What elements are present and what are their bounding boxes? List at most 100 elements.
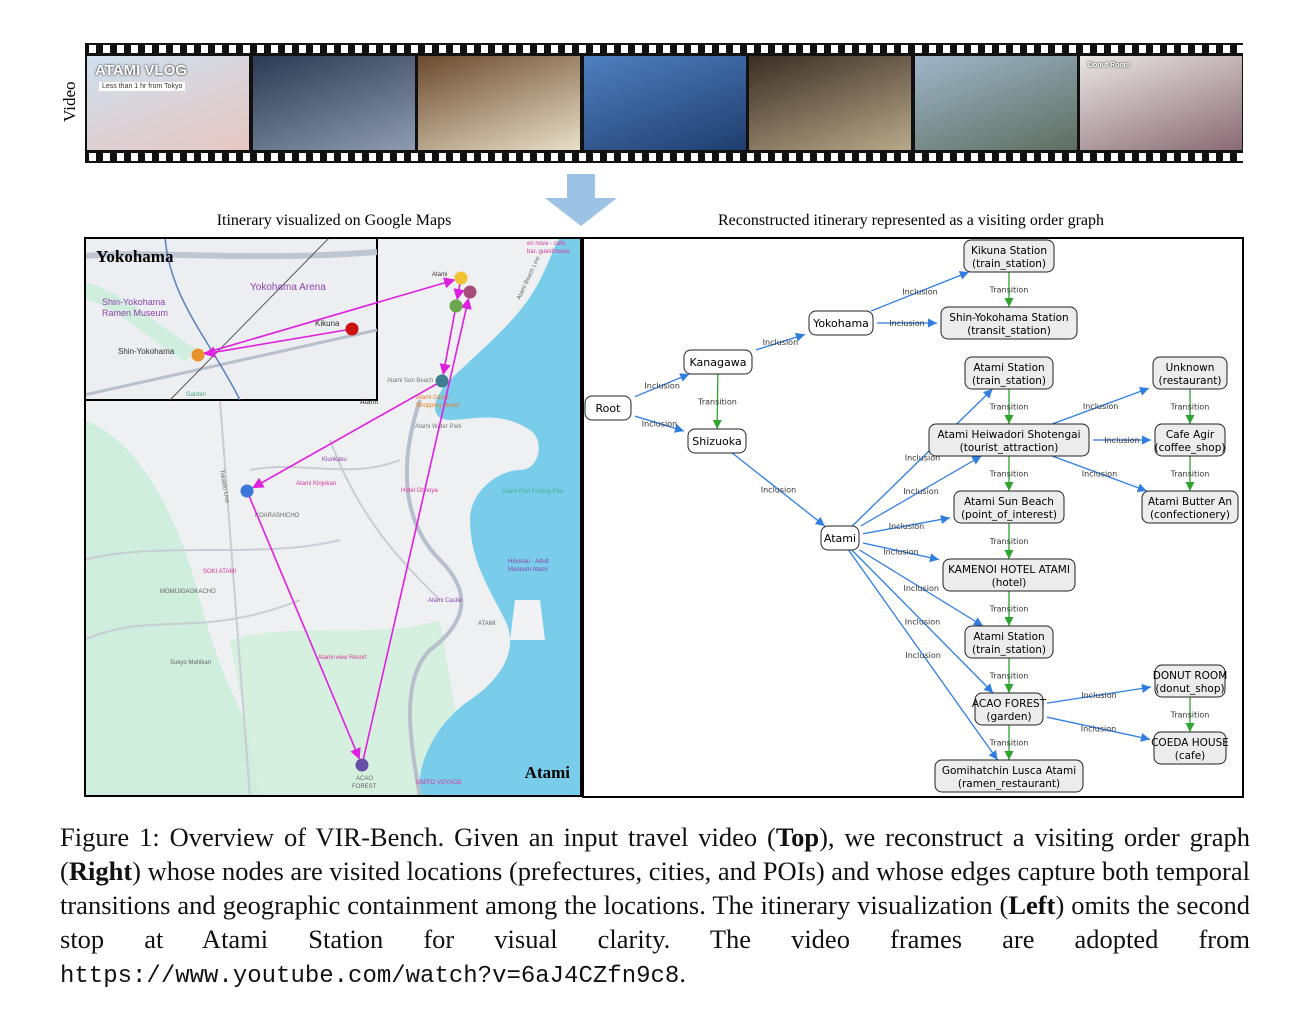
graph-node-kanagawa[interactable]: Kanagawa — [683, 349, 753, 375]
map-marker-acao[interactable] — [355, 758, 369, 772]
edge-label: Inclusion — [1082, 470, 1117, 479]
node-type: (tourist_attraction) — [960, 442, 1059, 454]
graph-node-coeda[interactable]: COEDA HOUSE(cafe) — [1151, 731, 1229, 765]
map-label-shin-yokohama: Shin-Yokohama — [118, 347, 175, 356]
map-marker-kikuna[interactable] — [345, 322, 359, 336]
frame-title-text: ATAMI VLOG — [95, 62, 187, 79]
map-label-kiunkaku: Kiunkaku — [322, 457, 347, 463]
route-arrow — [248, 496, 361, 760]
node-name: Yokohama — [812, 317, 869, 330]
map-label-umito: UMITO VOYAGE — [416, 780, 462, 786]
edge-label: Inclusion — [763, 338, 798, 347]
map-marker-atami-station[interactable] — [454, 271, 468, 285]
map-label-atami-station: Atami — [432, 272, 447, 278]
map-label-kinjokan: Atami Kinjokan — [296, 481, 336, 487]
map-label-soki: SOKI ATAMI — [203, 569, 236, 575]
video-url: https://www.youtube.com/watch?v=6aJ4CZfn… — [60, 963, 680, 990]
node-name: Kanagawa — [690, 356, 747, 369]
map-marker-teal[interactable] — [435, 374, 449, 388]
graph-node-acao[interactable]: ACAO FOREST(garden) — [972, 692, 1047, 726]
graph-node-donut[interactable]: DONUT ROOM(donut_shop) — [1153, 664, 1228, 698]
map-marker-green[interactable] — [449, 299, 463, 313]
graph-node-atamist1[interactable]: Atami Station(train_station) — [964, 356, 1054, 390]
graph-node-atamist2[interactable]: Atami Station(train_station) — [964, 625, 1054, 659]
edge-label: Inclusion — [1081, 691, 1116, 700]
sea — [419, 239, 580, 795]
node-name: Kikuna Station — [971, 245, 1047, 257]
route-arrow — [362, 297, 472, 760]
graph-node-heiwadori[interactable]: Atami Heiwadori Shotengai(tourist_attrac… — [928, 423, 1090, 457]
route-arrow — [203, 329, 347, 358]
node-name: Atami Heiwadori Shotengai — [938, 429, 1081, 441]
graph-node-atami[interactable]: Atami — [820, 525, 860, 551]
graph-edge-shizuoka-atami — [731, 452, 826, 527]
node-type: (transit_station) — [967, 325, 1051, 337]
graph-node-cafeagir[interactable]: Cafe Agir(coffee_shop) — [1154, 423, 1226, 457]
graph-panel-title: Reconstructed itinerary represented as a… — [717, 212, 1105, 229]
graph-edge-atami-atamist1 — [851, 388, 994, 527]
map-label-sukyo: Sukyo Mahikari — [170, 660, 211, 666]
node-type: (donut_shop) — [1155, 683, 1224, 695]
graph-edge-atami-sunbeach — [862, 514, 951, 535]
edge-label: Inclusion — [761, 486, 796, 495]
map-label-momiji: MOMIJIGAOKACHO — [160, 589, 216, 595]
graph-node-unknown[interactable]: Unknown(restaurant) — [1152, 356, 1228, 390]
graph-node-kikuna[interactable]: Kikuna Station(train_station) — [963, 239, 1055, 273]
node-name: Unknown — [1166, 362, 1215, 374]
graph-edge-heiwadori-butteran — [1051, 455, 1148, 493]
graph-node-kamenoi[interactable]: KAMENOI HOTEL ATAMI(hotel) — [942, 558, 1076, 592]
map-label-ramen-museum-1: Shin-Yokohama — [102, 297, 165, 307]
node-name: Atami Sun Beach — [964, 496, 1054, 508]
graph-node-shizuoka[interactable]: Shizuoka — [687, 428, 747, 454]
graph-node-yokohama[interactable]: Yokohama — [808, 310, 874, 336]
map-label-hihokan-2: Museum Atami — [508, 567, 548, 573]
node-name: KAMENOI HOTEL ATAMI — [948, 564, 1070, 576]
edge-label: Transition — [989, 403, 1029, 412]
graph-edge-kanagawa-shizuoka — [712, 373, 722, 430]
edge-label: Inclusion — [883, 547, 918, 556]
node-type: (coffee_shop) — [1154, 442, 1225, 454]
map-label-view-resort: Atami-view Resort — [318, 655, 367, 661]
down-arrow-icon — [545, 174, 617, 226]
graph-edge-root-kanagawa — [634, 373, 690, 398]
map-label-kikuna: Kikuna — [315, 319, 340, 328]
map-panel-title: Itinerary visualized on Google Maps — [216, 212, 452, 229]
video-frame-donut: Donut Room — [1080, 56, 1242, 150]
route-arrow — [453, 283, 465, 301]
video-frame-city-view — [914, 56, 1077, 150]
video-frame-hotpot-food — [749, 56, 911, 150]
node-name: Shin-Yokohama Station — [949, 312, 1068, 324]
inset-label-yokohama: Yokohama — [96, 247, 174, 266]
map-label-yokohama-arena: Yokohama Arena — [250, 282, 326, 293]
map-label-tokaido: Tokaido Line — [218, 469, 230, 504]
edge-label: Transition — [989, 605, 1029, 614]
inset-map-yokohama — [86, 239, 378, 401]
video-frame-bakery-sign — [418, 56, 580, 150]
route-arrow — [252, 383, 438, 489]
node-type: (garden) — [986, 711, 1031, 723]
node-type: (train_station) — [972, 258, 1046, 270]
caption-bold-top: Top — [775, 822, 820, 852]
map-label-sun-beach: Atami Sun Beach — [387, 378, 433, 384]
graph-node-root[interactable]: Root — [584, 395, 632, 421]
edge-label: Inclusion — [905, 454, 940, 463]
map-label-atami: Atami — [524, 763, 570, 782]
map-marker-shin-yokohama[interactable] — [191, 348, 205, 362]
edge-label: Transition — [1170, 711, 1210, 720]
graph-node-butteran[interactable]: Atami Butter An(confectionery) — [1141, 490, 1239, 524]
map-label-acao-2: FOREST — [352, 784, 377, 790]
green-area — [86, 420, 298, 795]
graph-node-gomi[interactable]: Gomihatchin Lusca Atami(ramen_restaurant… — [934, 759, 1084, 793]
graph-node-shinyoko[interactable]: Shin-Yokohama Station(transit_station) — [940, 306, 1078, 340]
graph-node-sunbeach[interactable]: Atami Sun Beach(point_of_interest) — [953, 490, 1065, 524]
map-marker-blue[interactable] — [240, 484, 254, 498]
map-label-castle: Atami Castle — [428, 598, 463, 604]
map-label-hihokan-1: Hihokan - Adult — [508, 559, 549, 565]
node-name: Atami — [824, 532, 856, 545]
video-label: Video — [60, 81, 79, 122]
graph-edge-root-shizuoka — [634, 415, 685, 433]
map-marker-pink[interactable] — [463, 285, 477, 299]
edge-label: Inclusion — [1081, 724, 1116, 733]
